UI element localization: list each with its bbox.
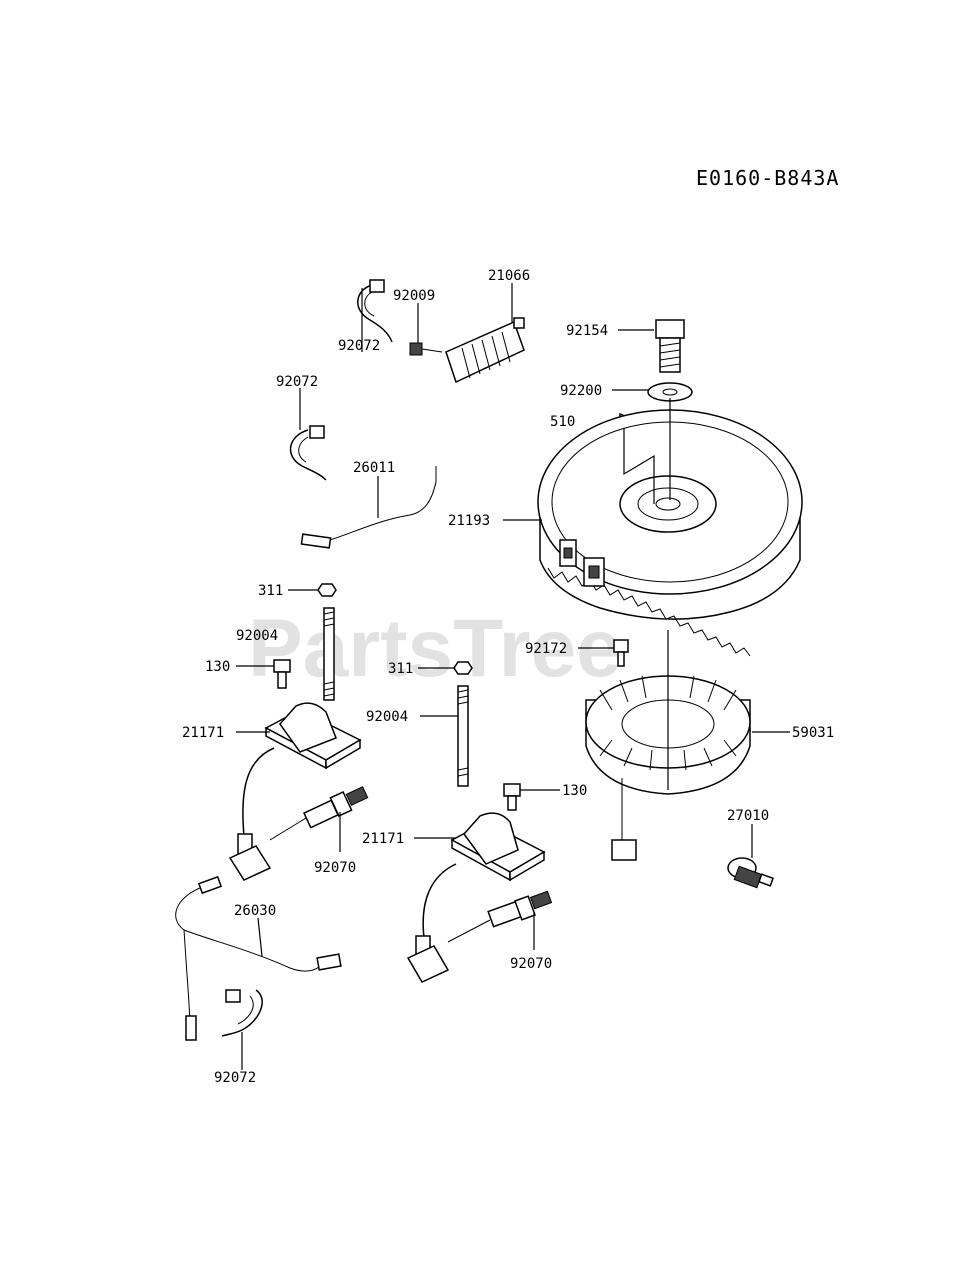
label-510: 510 xyxy=(550,414,575,430)
part-26011-lead[interactable] xyxy=(300,466,437,549)
part-27010-switch[interactable] xyxy=(727,857,774,889)
label-21171-left: 21171 xyxy=(182,725,224,741)
part-130-bolt-right[interactable] xyxy=(503,783,521,811)
part-311-nut-upper[interactable] xyxy=(317,583,337,597)
label-92200: 92200 xyxy=(560,383,602,399)
label-92070-right: 92070 xyxy=(510,956,552,972)
diagram-code: E0160-B843A xyxy=(696,166,839,190)
part-92154-bolt[interactable] xyxy=(655,319,685,373)
part-130-bolt-left[interactable] xyxy=(273,659,291,689)
part-21171-coil-right[interactable] xyxy=(406,812,546,983)
part-92072-clip-bottom[interactable] xyxy=(221,989,263,1037)
label-92072-upper: 92072 xyxy=(338,338,380,354)
label-92154: 92154 xyxy=(566,323,608,339)
label-21066: 21066 xyxy=(488,268,530,284)
part-92072-clip-left[interactable] xyxy=(289,425,327,481)
label-311-upper: 311 xyxy=(258,583,283,599)
part-92004-stud-right[interactable] xyxy=(457,685,469,787)
label-92072-left: 92072 xyxy=(276,374,318,390)
part-21171-coil-left[interactable] xyxy=(228,702,362,881)
part-92070-plug-left[interactable] xyxy=(269,786,369,841)
label-130-left: 130 xyxy=(205,659,230,675)
part-92172-screw[interactable] xyxy=(613,639,629,667)
part-311-nut-lower[interactable] xyxy=(453,661,473,675)
part-26030-lead[interactable] xyxy=(175,875,342,1041)
part-92072-clip-upper[interactable] xyxy=(357,279,393,343)
label-27010: 27010 xyxy=(727,808,769,824)
label-26030: 26030 xyxy=(234,903,276,919)
watermark: PartsTree xyxy=(248,603,622,694)
label-59031: 59031 xyxy=(792,725,834,741)
label-92009: 92009 xyxy=(393,288,435,304)
label-92004-left: 92004 xyxy=(236,628,278,644)
label-92070-left: 92070 xyxy=(314,860,356,876)
label-92004-right: 92004 xyxy=(366,709,408,725)
part-92009-screw[interactable] xyxy=(409,342,443,356)
label-26011: 26011 xyxy=(353,460,395,476)
label-130-right: 130 xyxy=(562,783,587,799)
label-311-lower: 311 xyxy=(388,661,413,677)
label-92172: 92172 xyxy=(525,641,567,657)
label-21193: 21193 xyxy=(448,513,490,529)
part-92004-stud-left[interactable] xyxy=(323,607,335,701)
label-21171-right: 21171 xyxy=(362,831,404,847)
part-92070-plug-right[interactable] xyxy=(447,890,553,943)
label-92072-bottom: 92072 xyxy=(214,1070,256,1086)
part-21066-regulator[interactable] xyxy=(445,317,525,384)
